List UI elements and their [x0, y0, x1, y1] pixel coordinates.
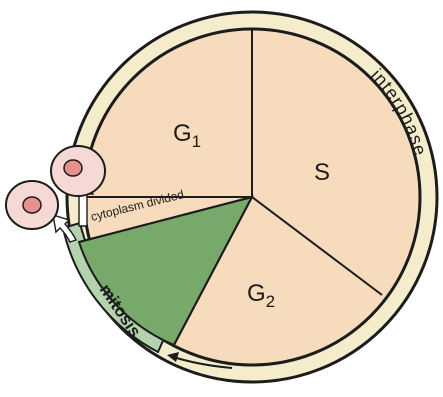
s-phase-label: S: [314, 159, 330, 186]
g1-subscript: 1: [192, 132, 201, 151]
daughter-cell-right-nucleus: [64, 160, 82, 176]
daughter-cell-left-nucleus: [23, 197, 41, 213]
g2-subscript: 2: [266, 292, 275, 311]
